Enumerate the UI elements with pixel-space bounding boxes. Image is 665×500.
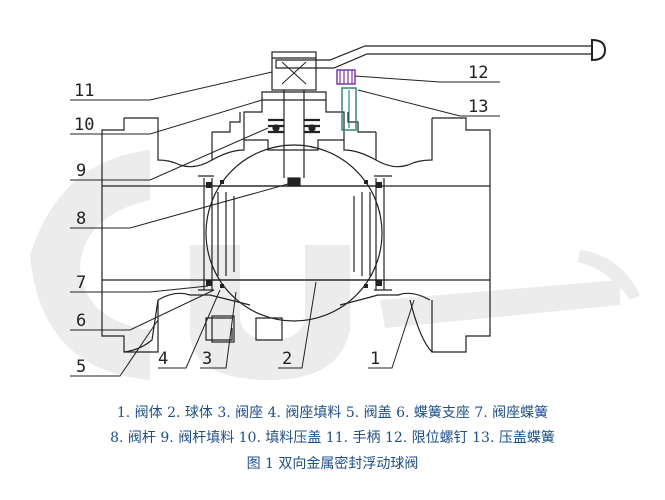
label-11: 11: [74, 81, 94, 101]
leader-4: [158, 289, 221, 369]
label-2: 2: [282, 349, 292, 369]
leader-13: [357, 89, 500, 117]
leader-8: [70, 183, 289, 229]
leader-6: [70, 289, 215, 331]
limit-screw: [336, 69, 356, 85]
leader-5: [70, 319, 159, 377]
ball: [205, 144, 383, 322]
handle: [275, 45, 593, 69]
label-8: 8: [76, 209, 86, 229]
label-3: 3: [202, 349, 212, 369]
label-4: 4: [158, 349, 168, 369]
label-9: 9: [76, 161, 86, 181]
label-6: 6: [76, 311, 86, 331]
right-seat: [353, 178, 385, 290]
figure-caption: 图 1 双向金属密封浮动球阀: [246, 456, 419, 472]
body-outline: [179, 159, 409, 168]
leader-1: [368, 299, 415, 369]
bonnet: [211, 132, 377, 162]
leader-12: [354, 75, 500, 83]
handle-end: [591, 38, 607, 62]
label-1: 1: [370, 349, 380, 369]
label-13: 13: [468, 97, 488, 117]
label-7: 7: [76, 273, 86, 293]
stem: [283, 90, 305, 178]
leader-7: [70, 285, 209, 293]
packing-gland: [243, 99, 345, 151]
right-flange: [407, 117, 491, 353]
legend-line-1: 1. 阀体 2. 球体 3. 阀座 4. 阀座填料 5. 阀盖 6. 蝶簧支座 …: [116, 405, 549, 421]
label-12: 12: [468, 63, 488, 83]
left-flange: [101, 117, 181, 353]
gland-spring: [341, 87, 357, 131]
label-10: 10: [74, 115, 94, 135]
legend-line-2: 8. 阀杆 9. 阀杆填料 10. 填料压盖 11. 手柄 12. 限位螺钉 1…: [110, 430, 555, 446]
label-5: 5: [76, 357, 86, 377]
drain-plug: [211, 315, 235, 343]
leader-11: [70, 71, 273, 101]
stem-block: [271, 51, 317, 91]
leader-2: [278, 281, 317, 369]
leader-10: [70, 99, 263, 135]
leader-3: [200, 291, 237, 369]
left-seat: [203, 178, 235, 290]
leader-9: [70, 127, 269, 181]
